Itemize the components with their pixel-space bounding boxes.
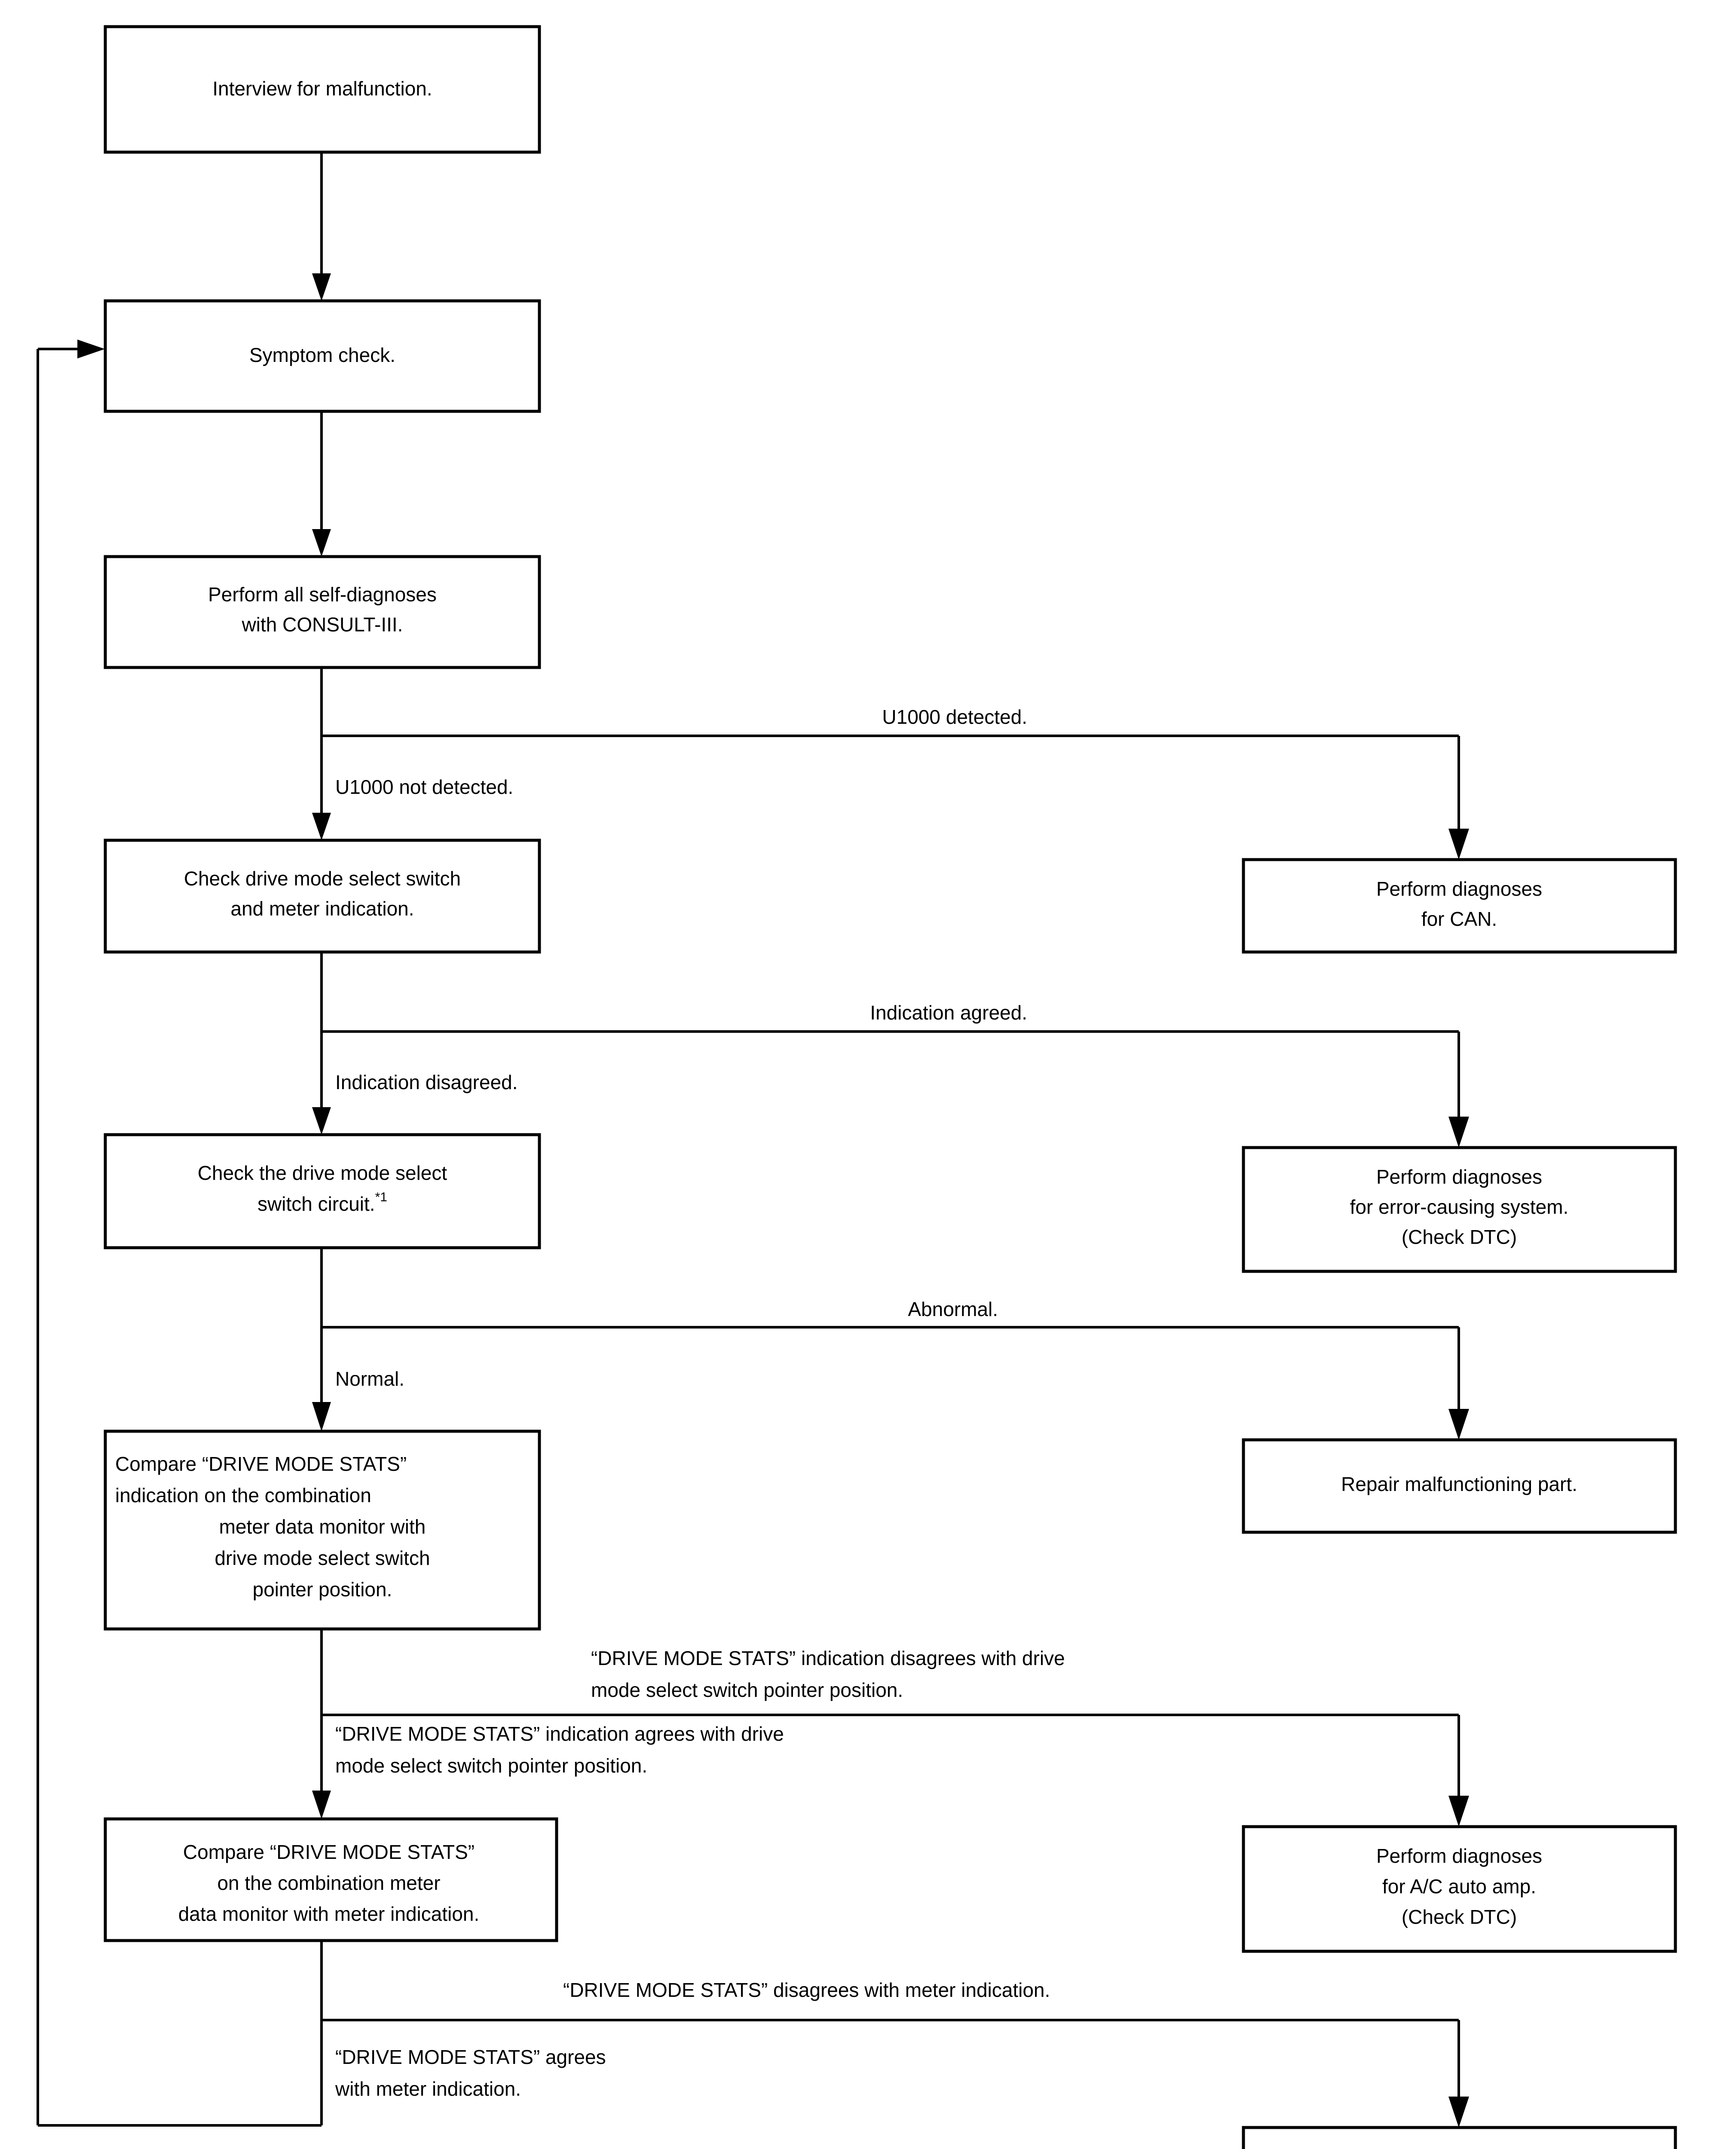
node-perform-self-diagnoses[interactable]: Perform all self-diagnoses with CONSULT-… xyxy=(104,555,541,669)
edge-interview-to-symptom xyxy=(312,152,331,301)
node-checkswitch-line-1: and meter indication. xyxy=(230,897,414,920)
node-cmp-meter-line-0: Compare “DRIVE MODE STATS” xyxy=(183,1841,475,1863)
edge-comparemeter-branch xyxy=(320,1941,1469,2128)
edge-label-u1000-not-detected: U1000 not detected. xyxy=(335,776,513,798)
edge-label-normal: Normal. xyxy=(335,1368,404,1390)
edge-label-stats-agrees-meter-line-1: with meter indication. xyxy=(335,2078,521,2100)
node-cmp-pointer-line-2: meter data monitor with xyxy=(219,1515,426,1538)
node-selfdiag-line-0: Perform all self-diagnoses xyxy=(208,583,437,606)
node-errsys-line-0: Perform diagnoses xyxy=(1376,1166,1542,1188)
node-check-switch-circuit[interactable]: Check the drive mode select switch circu… xyxy=(104,1133,541,1249)
node-selfdiag-line-1: with CONSULT-III. xyxy=(242,613,403,636)
node-perform-diagnoses-ac-amp[interactable]: Perform diagnoses for A/C auto amp. (Che… xyxy=(1242,1825,1677,1953)
edge-comparepointer-branch xyxy=(312,1629,1469,1827)
node-cmp-pointer-line-1: indication on the combination xyxy=(115,1484,371,1506)
node-cmp-pointer-line-4: pointer position. xyxy=(253,1578,392,1601)
node-cmp-pointer-line-3: drive mode select switch xyxy=(214,1547,430,1569)
edge-feedback-loop-to-symptom xyxy=(37,340,321,2127)
edge-label-stats-agrees-pointer-line-0: “DRIVE MODE STATS” indication agrees wit… xyxy=(335,1723,784,1745)
node-acamp-line-2: (Check DTC) xyxy=(1402,1906,1517,1928)
node-interview-for-malfunction[interactable]: Interview for malfunction. xyxy=(104,25,541,154)
node-perform-diagnoses-for-can[interactable]: Perform diagnoses for CAN. xyxy=(1242,858,1677,954)
node-acamp-line-1: for A/C auto amp. xyxy=(1382,1875,1536,1898)
edge-selfdiag-branch xyxy=(312,667,1469,860)
edge-label-stats-disagrees-pointer-line-1: mode select switch pointer position. xyxy=(591,1679,903,1701)
node-symptom-check-line-0: Symptom check. xyxy=(249,344,395,366)
node-can-line-1: for CAN. xyxy=(1421,908,1497,930)
node-checkcircuit-line-1-wrap: switch circuit.*1 xyxy=(257,1190,387,1215)
node-errsys-line-2: (Check DTC) xyxy=(1402,1226,1517,1248)
node-checkswitch-line-0: Check drive mode select switch xyxy=(184,867,461,890)
edge-label-stats-agrees-pointer-line-1: mode select switch pointer position. xyxy=(335,1754,647,1777)
node-acamp-line-0: Perform diagnoses xyxy=(1376,1845,1542,1867)
edge-label-stats-agrees-meter-line-0: “DRIVE MODE STATS” agrees xyxy=(335,2046,606,2068)
node-cmp-pointer-line-0: Compare “DRIVE MODE STATS” xyxy=(115,1453,407,1475)
edge-checkcircuit-branch xyxy=(312,1248,1469,1440)
edge-checkswitch-branch xyxy=(312,952,1469,1148)
node-checkcircuit-line-1: switch circuit. xyxy=(257,1193,375,1215)
node-compare-stats-meter[interactable]: Compare “DRIVE MODE STATS” on the combin… xyxy=(104,1817,558,1942)
node-symptom-check[interactable]: Symptom check. xyxy=(104,299,541,413)
node-repair-line-0: Repair malfunctioning part. xyxy=(1341,1473,1577,1495)
node-cmp-meter-line-2: data monitor with meter indication. xyxy=(178,1903,480,1925)
node-compare-stats-pointer[interactable]: Compare “DRIVE MODE STATS” indication on… xyxy=(104,1430,541,1631)
node-perform-diagnoses-error-system[interactable]: Perform diagnoses for error-causing syst… xyxy=(1242,1146,1677,1273)
node-errsys-line-1: for error-causing system. xyxy=(1350,1196,1569,1218)
edge-symptom-to-selfdiag xyxy=(312,411,331,557)
edge-label-stats-disagrees-meter: “DRIVE MODE STATS” disagrees with meter … xyxy=(563,1979,1050,2001)
node-repair-malfunctioning-part[interactable]: Repair malfunctioning part. xyxy=(1242,1438,1677,1534)
node-checkcircuit-footnote: *1 xyxy=(375,1190,387,1204)
edge-label-indication-disagreed: Indication disagreed. xyxy=(335,1071,518,1093)
node-can-line-0: Perform diagnoses xyxy=(1376,878,1542,900)
node-perform-diagnoses-combination-meter[interactable]: Perform diagnoses for combination meter.… xyxy=(1242,2126,1677,2149)
node-cmp-meter-line-1: on the combination meter xyxy=(217,1872,440,1894)
node-interview-line-0: Interview for malfunction. xyxy=(212,77,432,100)
edge-label-stats-disagrees-pointer-line-0: “DRIVE MODE STATS” indication disagrees … xyxy=(591,1647,1065,1669)
node-combmeter-line-0: Perform diagnoses xyxy=(1376,2146,1542,2149)
edge-label-indication-agreed: Indication agreed. xyxy=(870,1001,1027,1024)
node-checkcircuit-line-0: Check the drive mode select xyxy=(198,1162,447,1184)
edge-label-u1000-detected: U1000 detected. xyxy=(882,706,1027,728)
node-check-switch-and-meter[interactable]: Check drive mode select switch and meter… xyxy=(104,839,541,954)
edge-label-abnormal: Abnormal. xyxy=(908,1298,998,1320)
